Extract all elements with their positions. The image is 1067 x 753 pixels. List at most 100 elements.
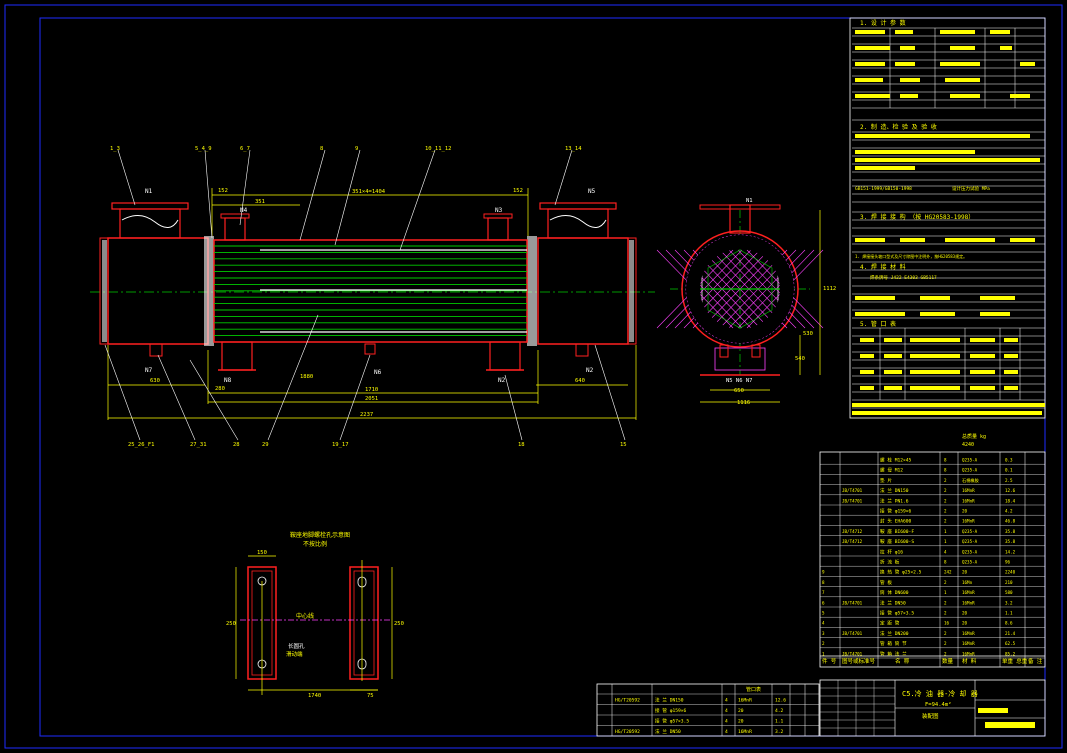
table-cell: 12.6 bbox=[775, 698, 786, 704]
table-cell: 拉 杆 φ16 bbox=[880, 548, 903, 555]
svg-text:材 料: 材 料 bbox=[962, 657, 977, 665]
dim-label: 150 bbox=[257, 550, 267, 556]
dim-label: 530 bbox=[803, 331, 813, 337]
table-cell: 管 箱 筒 节 bbox=[880, 640, 907, 647]
table-cell: 35.8 bbox=[1005, 529, 1016, 534]
spec-value-bar bbox=[940, 62, 980, 66]
spec-value-bar bbox=[910, 386, 960, 390]
spec-value-bar bbox=[895, 62, 915, 66]
dim-label: 1710 bbox=[365, 387, 378, 393]
table-cell: 接 管 φ57×3.5 bbox=[655, 718, 689, 725]
nozzle-label: N8 bbox=[224, 377, 232, 384]
table-cell: 16MnR bbox=[962, 600, 975, 605]
table-cell: Q235-A bbox=[962, 539, 978, 544]
dim-label: 630 bbox=[150, 378, 160, 384]
table-cell: 3.2 bbox=[1005, 600, 1013, 605]
table-cell: 2 bbox=[944, 478, 947, 483]
table-cell: 35.8 bbox=[1005, 539, 1016, 544]
parts-header: 件 号 图号或标准号 名 称 数量 材 料 单重 总重 备 注 bbox=[822, 657, 1043, 665]
table-cell: 1 bbox=[944, 529, 947, 534]
table-cell: 46.8 bbox=[1005, 519, 1016, 524]
table-cell: Q235-A bbox=[962, 549, 978, 554]
table-cell: 垫 片 bbox=[880, 477, 892, 484]
table-cell: 法 兰 DN50 bbox=[880, 599, 906, 606]
table-cell: 5 bbox=[822, 611, 825, 616]
table-cell: 20 bbox=[962, 570, 968, 575]
nozzle-label: N3 bbox=[495, 207, 503, 214]
lattice-hex bbox=[707, 249, 773, 329]
spec-section-title: 3. 焊 接 接 构 （按 HG20583-1998） bbox=[860, 213, 974, 221]
lattice-mask bbox=[686, 235, 794, 343]
table-cell: 16Mn bbox=[962, 580, 973, 585]
spec-row-text: 焊条牌号 J422 E4303 GB5117 bbox=[870, 274, 937, 281]
dim-label: 351×4=1404 bbox=[352, 189, 386, 195]
spec-value-bar bbox=[900, 78, 920, 82]
detail-subtitle: 不按比例 bbox=[303, 540, 327, 548]
spec-value-bar bbox=[884, 338, 902, 342]
dim-label: 1880 bbox=[300, 374, 313, 380]
nozzle-label: N1 bbox=[746, 198, 753, 204]
spec-value-bar bbox=[980, 296, 1015, 300]
table-cell: 4 bbox=[725, 729, 728, 735]
spec-value-bar bbox=[980, 312, 1010, 316]
spec-value-bar bbox=[1010, 94, 1030, 98]
table-cell: 1.1 bbox=[1005, 611, 1013, 616]
table-cell: 18.4 bbox=[1005, 498, 1016, 503]
spec-section-title: 4. 焊 接 材 料 bbox=[860, 263, 906, 271]
table-cell: 2 bbox=[944, 651, 947, 656]
leader-label: 25_26_F1 bbox=[128, 442, 155, 448]
table-cell: 4 bbox=[725, 698, 728, 704]
leader-label: 5_4_9 bbox=[195, 146, 212, 152]
leader-label: 15 bbox=[620, 442, 627, 448]
dim-label: 152 bbox=[513, 188, 523, 194]
spec-value-bar bbox=[860, 386, 874, 390]
svg-text:件 号: 件 号 bbox=[822, 657, 837, 665]
left-channel bbox=[107, 237, 209, 345]
spec-value-bar bbox=[910, 338, 960, 342]
spec-value-bar bbox=[950, 46, 975, 50]
spec-section-title: 1. 设 计 参 数 bbox=[860, 19, 906, 27]
table-cell: 管 箱 法 兰 bbox=[880, 650, 907, 657]
table-cell: 4 bbox=[725, 719, 728, 725]
table-cell: 62.5 bbox=[1005, 641, 1016, 646]
table-cell: 接 管 φ57×3.5 bbox=[880, 610, 914, 617]
table-cell: 20 bbox=[738, 719, 744, 725]
table-cell: 2 bbox=[944, 580, 947, 585]
table-cell: 85.2 bbox=[1005, 651, 1016, 656]
table-cell: 16MnR bbox=[962, 519, 975, 524]
table-cell: 4 bbox=[822, 621, 825, 626]
dim-label: 540 bbox=[795, 356, 805, 362]
table-cell: 16MnR bbox=[962, 651, 975, 656]
spec-value-bar bbox=[970, 370, 995, 374]
table-cell: 4 bbox=[944, 549, 947, 554]
leader-label: 19_17 bbox=[332, 442, 349, 448]
spec-value-bar bbox=[1004, 354, 1018, 358]
table-cell: 6 bbox=[822, 600, 825, 605]
table-cell: 2 bbox=[944, 611, 947, 616]
spec-value-bar bbox=[900, 94, 918, 98]
table-cell: Q235-A bbox=[962, 458, 978, 463]
table-cell: 2 bbox=[944, 631, 947, 636]
table-cell: 接 管 φ159×6 bbox=[655, 707, 687, 714]
table-cell: JB/T4701 bbox=[842, 600, 863, 605]
dim-label: 1116 bbox=[737, 400, 750, 406]
table-cell: 石棉橡胶 bbox=[962, 477, 979, 484]
table-cell: 2.5 bbox=[1005, 478, 1013, 483]
table-cell: 1 bbox=[944, 590, 947, 595]
spec-value-bar bbox=[852, 411, 1042, 415]
parts-weight-label: 总质量 kg bbox=[962, 433, 986, 440]
spec-value-bar bbox=[945, 238, 995, 242]
tube-bundle bbox=[214, 245, 527, 337]
spec-section-title: 5. 管 口 表 bbox=[860, 320, 896, 328]
nozzle-label: N7 bbox=[145, 367, 153, 374]
leader-label: 1_3 bbox=[110, 146, 120, 152]
table-cell: 法 兰 DN200 bbox=[880, 630, 909, 637]
spec-value-bar bbox=[855, 134, 1030, 138]
table-cell: 8.6 bbox=[1005, 621, 1013, 626]
tubesheet-right bbox=[527, 236, 537, 346]
table-cell: 3 bbox=[822, 631, 825, 636]
dim-label: 75 bbox=[367, 693, 374, 699]
table-cell: 7 bbox=[822, 590, 825, 595]
spec-value-bar bbox=[855, 312, 905, 316]
